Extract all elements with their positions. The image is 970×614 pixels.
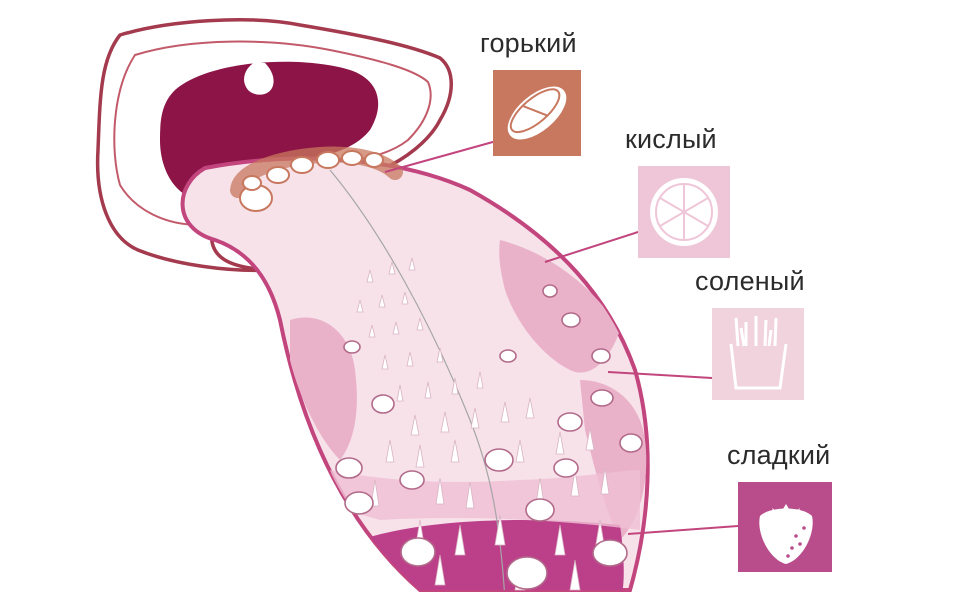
taste-icon-salty — [712, 308, 804, 400]
pill-icon — [507, 86, 567, 140]
bitter-papillae-row — [230, 146, 403, 212]
uvula — [244, 62, 274, 95]
strawberry-icon — [759, 504, 813, 564]
leader-lines — [384, 139, 739, 535]
leader-line-salty — [607, 371, 713, 379]
sour-zone — [499, 240, 620, 373]
taste-icon-sour — [638, 166, 730, 258]
salty-zone-left — [290, 317, 357, 460]
taste-label-bitter: горький — [480, 28, 577, 58]
leader-line-sweet — [627, 525, 739, 535]
taste-label-salty: соленый — [695, 266, 805, 296]
french-fries-icon — [729, 316, 788, 390]
taste-icon-sweet — [738, 482, 832, 572]
taste-label-sweet: сладкий — [727, 440, 831, 470]
fungiform-papillae — [335, 284, 643, 590]
taste-label-sour: кислый — [625, 124, 717, 154]
citrus-slice-icon — [650, 178, 718, 246]
sweet-zone — [360, 520, 624, 590]
taste-icon-bitter — [493, 70, 581, 156]
leader-line-sour — [544, 231, 639, 263]
leader-line-bitter — [384, 139, 501, 173]
